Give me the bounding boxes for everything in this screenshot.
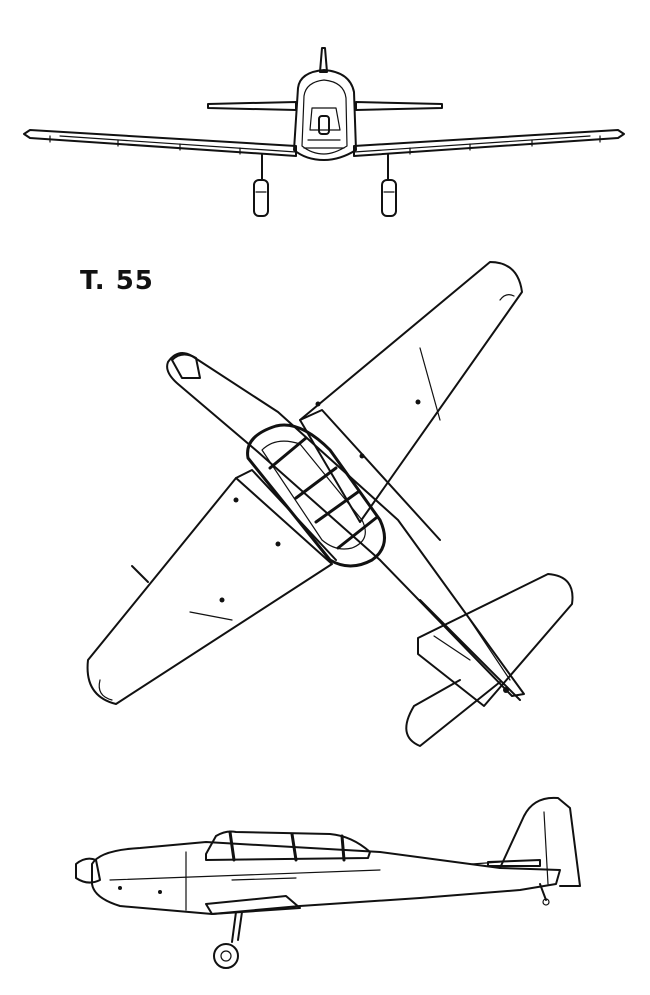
side-view [75,796,581,969]
front-view [23,47,625,217]
plan-view [86,261,574,747]
aircraft-designation-label: T. 55 [80,266,154,296]
